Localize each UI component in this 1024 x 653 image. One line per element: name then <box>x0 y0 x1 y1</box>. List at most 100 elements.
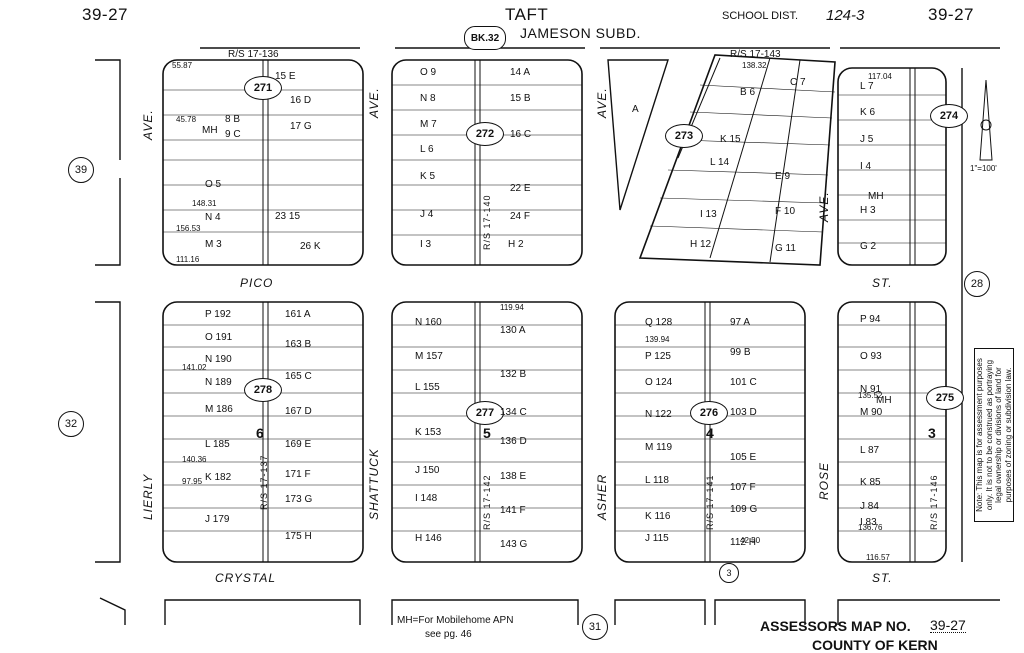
lot-label[interactable]: C 7 <box>790 77 806 88</box>
lot-label[interactable]: 16 D <box>290 95 312 106</box>
adjacent-page-39[interactable]: 39 <box>68 157 94 183</box>
lot-label[interactable]: K 116 <box>645 511 671 522</box>
lot-label[interactable]: H 3 <box>860 205 876 216</box>
adjacent-page-31[interactable]: 31 <box>582 614 608 640</box>
lot-label[interactable]: M 119 <box>645 442 673 453</box>
lot-label[interactable]: N 190 <box>205 354 232 365</box>
lot-label[interactable]: P 94 <box>860 314 881 325</box>
lot-label[interactable]: 97 A <box>730 317 751 328</box>
lot-label[interactable]: H 12 <box>690 239 712 250</box>
lot-label[interactable]: M 186 <box>205 404 233 415</box>
lot-label[interactable]: 165 C <box>285 371 312 382</box>
lot-label[interactable]: M 7 <box>420 119 437 130</box>
lot-label[interactable]: O 5 <box>205 179 222 190</box>
lot-label[interactable]: E 9 <box>775 171 791 182</box>
adjacent-page-28[interactable]: 28 <box>964 271 990 297</box>
lot-label[interactable]: K 153 <box>415 427 442 438</box>
lot-label[interactable]: 99 B <box>730 347 751 358</box>
lot-label[interactable]: 175 H <box>285 531 312 542</box>
lot-label[interactable]: N 160 <box>415 317 442 328</box>
lot-label[interactable]: L 7 <box>860 81 874 92</box>
lot-label[interactable]: J 115 <box>645 533 669 544</box>
lot-label[interactable]: G 2 <box>860 241 877 252</box>
lot-label[interactable]: 136 D <box>500 436 527 447</box>
lot-label[interactable]: K 5 <box>420 171 436 182</box>
parcel-marker-3[interactable]: 3 <box>719 563 739 583</box>
lot-label[interactable]: K 6 <box>860 107 876 118</box>
lot-label[interactable]: N 91 <box>860 384 882 395</box>
lot-label[interactable]: J 179 <box>205 514 230 525</box>
lot-label[interactable]: I 13 <box>700 209 717 220</box>
lot-label[interactable]: 103 D <box>730 407 757 418</box>
lot-label[interactable]: M 90 <box>860 407 883 418</box>
lot-label[interactable]: 109 G <box>730 504 758 515</box>
block-number-278[interactable]: 278 <box>244 378 282 402</box>
block-number-275[interactable]: 275 <box>926 386 964 410</box>
lot-label[interactable]: L 6 <box>420 144 434 155</box>
block-number-276[interactable]: 276 <box>690 401 728 425</box>
lot-label[interactable]: 23 15 <box>275 211 301 222</box>
lot-label[interactable]: 134 C <box>500 407 527 418</box>
lot-label[interactable]: N 189 <box>205 377 232 388</box>
lot-label[interactable]: L 185 <box>205 439 230 450</box>
lot-label[interactable]: 9 C <box>225 129 241 140</box>
lot-label[interactable]: J 4 <box>420 209 434 220</box>
lot-label[interactable]: K 15 <box>720 134 741 145</box>
adjacent-page-32[interactable]: 32 <box>58 411 84 437</box>
lot-label[interactable]: 24 F <box>510 211 531 222</box>
block-number-272[interactable]: 272 <box>466 122 504 146</box>
lot-label[interactable]: 26 K <box>300 241 321 252</box>
lot-label[interactable]: 143 G <box>500 539 528 550</box>
block-number-271[interactable]: 271 <box>244 76 282 100</box>
lot-label[interactable]: H 146 <box>415 533 442 544</box>
lot-label[interactable]: I 83 <box>860 517 877 528</box>
block-number-277[interactable]: 277 <box>466 401 504 425</box>
lot-label[interactable]: Q 128 <box>645 317 673 328</box>
lot-label[interactable]: M 3 <box>205 239 222 250</box>
lot-label[interactable]: I 3 <box>420 239 432 250</box>
lot-label[interactable]: N 4 <box>205 212 221 223</box>
lot-label[interactable]: J 84 <box>860 501 879 512</box>
lot-label[interactable]: N 122 <box>645 409 672 420</box>
lot-label[interactable]: 101 C <box>730 377 757 388</box>
lot-label[interactable]: J 150 <box>415 465 440 476</box>
lot-label[interactable]: 132 B <box>500 369 527 380</box>
lot-label[interactable]: 15 B <box>510 93 531 104</box>
lot-label[interactable]: L 155 <box>415 382 440 393</box>
lot-label[interactable]: 16 C <box>510 129 532 140</box>
lot-label[interactable]: L 87 <box>860 445 880 456</box>
lot-label[interactable]: 107 F <box>730 482 756 493</box>
lot-label[interactable]: O 9 <box>420 67 437 78</box>
lot-label[interactable]: 14 A <box>510 67 531 78</box>
lot-label[interactable]: G 11 <box>775 243 796 254</box>
lot-label[interactable]: 15 E <box>275 71 296 82</box>
lot-label[interactable]: F 10 <box>775 206 796 217</box>
lot-label[interactable]: H 2 <box>508 239 524 250</box>
lot-label[interactable]: 22 E <box>510 183 531 194</box>
lot-label[interactable]: L 14 <box>710 157 730 168</box>
lot-label[interactable]: O 93 <box>860 351 882 362</box>
lot-label[interactable]: 130 A <box>500 325 526 336</box>
lot-label[interactable]: P 125 <box>645 351 671 362</box>
lot-label[interactable]: A <box>632 104 639 115</box>
lot-label[interactable]: I 4 <box>860 161 872 172</box>
lot-label[interactable]: B 6 <box>740 87 756 98</box>
lot-label[interactable]: 173 G <box>285 494 313 505</box>
lot-label[interactable]: 138 E <box>500 471 527 482</box>
lot-label[interactable]: J 5 <box>860 134 874 145</box>
lot-label[interactable]: 141 F <box>500 505 526 516</box>
lot-label[interactable]: P 192 <box>205 309 231 320</box>
lot-label[interactable]: 112 H <box>730 537 756 548</box>
lot-label[interactable]: 169 E <box>285 439 312 450</box>
lot-label[interactable]: 161 A <box>285 309 311 320</box>
lot-label[interactable]: 17 G <box>290 121 312 132</box>
lot-label[interactable]: 163 B <box>285 339 312 350</box>
lot-label[interactable]: 8 B <box>225 114 241 125</box>
block-number-274[interactable]: 274 <box>930 104 968 128</box>
lot-label[interactable]: M 157 <box>415 351 443 362</box>
lot-label[interactable]: O 191 <box>205 332 233 343</box>
lot-label[interactable]: K 182 <box>205 472 232 483</box>
lot-label[interactable]: I 148 <box>415 493 438 504</box>
block-number-273[interactable]: 273 <box>665 124 703 148</box>
lot-label[interactable]: 167 D <box>285 406 312 417</box>
